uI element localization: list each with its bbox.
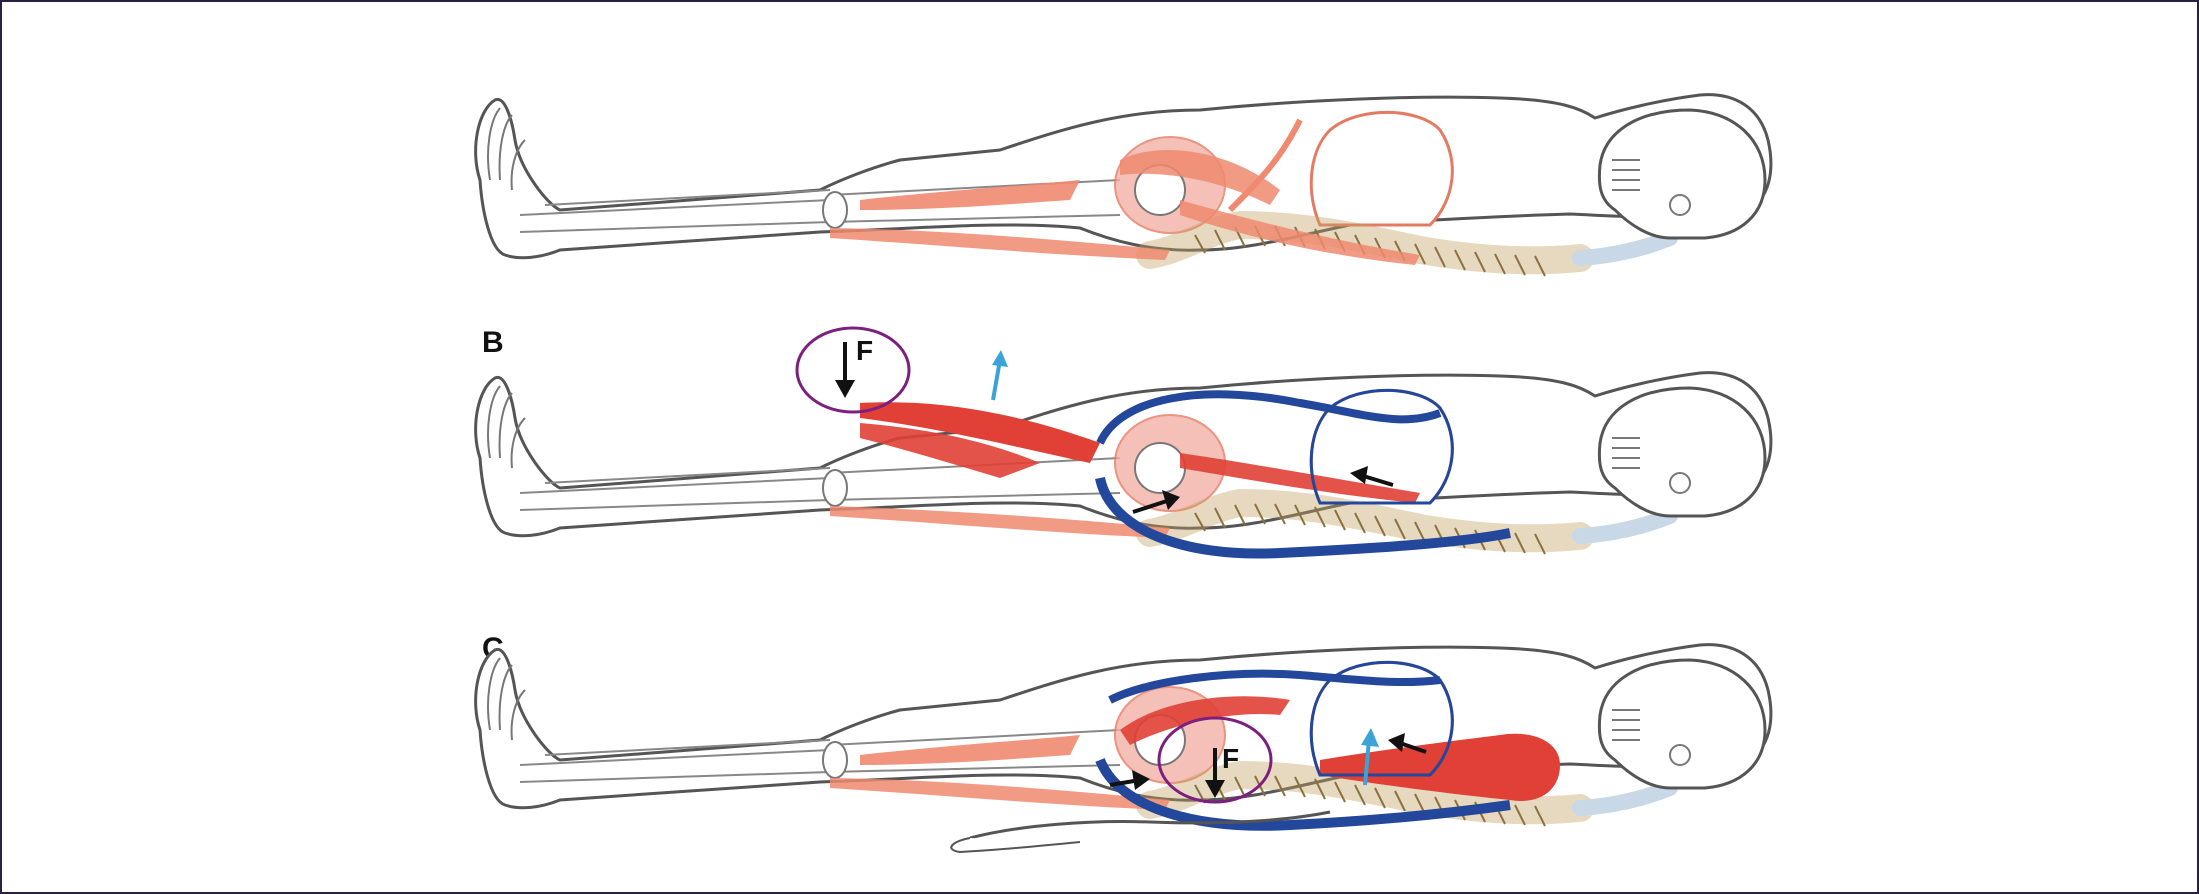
force-label-c: F — [1222, 743, 1239, 774]
direction-arrow — [993, 360, 1000, 400]
panel-c-figure — [476, 645, 1771, 852]
panel-a-figure — [476, 95, 1771, 276]
panel-b-figure — [476, 373, 1771, 554]
highlight-circle — [797, 328, 909, 412]
force-label-b: F — [856, 335, 873, 366]
